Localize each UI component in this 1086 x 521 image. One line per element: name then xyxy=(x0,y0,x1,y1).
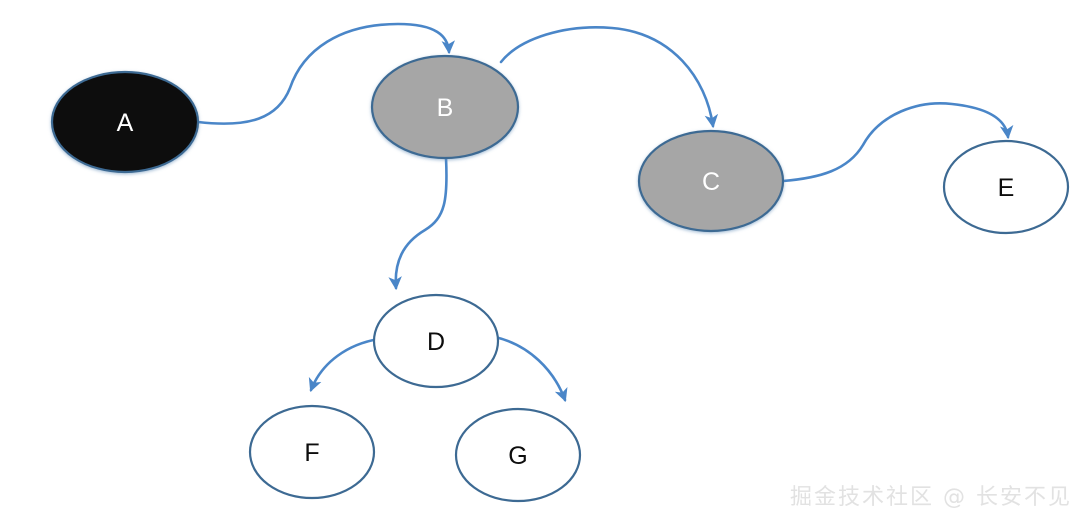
node-a[interactable]: A xyxy=(50,70,200,174)
node-e-shape[interactable] xyxy=(942,139,1070,235)
watermark-text: 掘金技术社区 @ 长安不见 xyxy=(790,485,1072,510)
edge-b-to-c xyxy=(499,26,719,129)
node-c[interactable]: C xyxy=(637,129,785,233)
node-b[interactable]: B xyxy=(370,54,520,160)
edge-d-to-g xyxy=(493,335,568,403)
node-a-shape[interactable] xyxy=(50,70,200,174)
node-c-shape[interactable] xyxy=(637,129,785,233)
node-d[interactable]: D xyxy=(372,293,500,389)
node-f[interactable]: F xyxy=(248,404,376,500)
edge-c-to-e xyxy=(781,102,1014,183)
node-g[interactable]: G xyxy=(454,407,582,503)
node-e[interactable]: E xyxy=(942,139,1070,235)
edge-d-to-f xyxy=(308,337,381,393)
node-b-shape[interactable] xyxy=(370,54,520,160)
edge-b-to-d xyxy=(388,156,448,291)
node-f-shape[interactable] xyxy=(248,404,376,500)
edge-a-to-b xyxy=(196,22,456,125)
node-g-shape[interactable] xyxy=(454,407,582,503)
edges-layer xyxy=(196,22,1014,403)
node-d-shape[interactable] xyxy=(372,293,500,389)
